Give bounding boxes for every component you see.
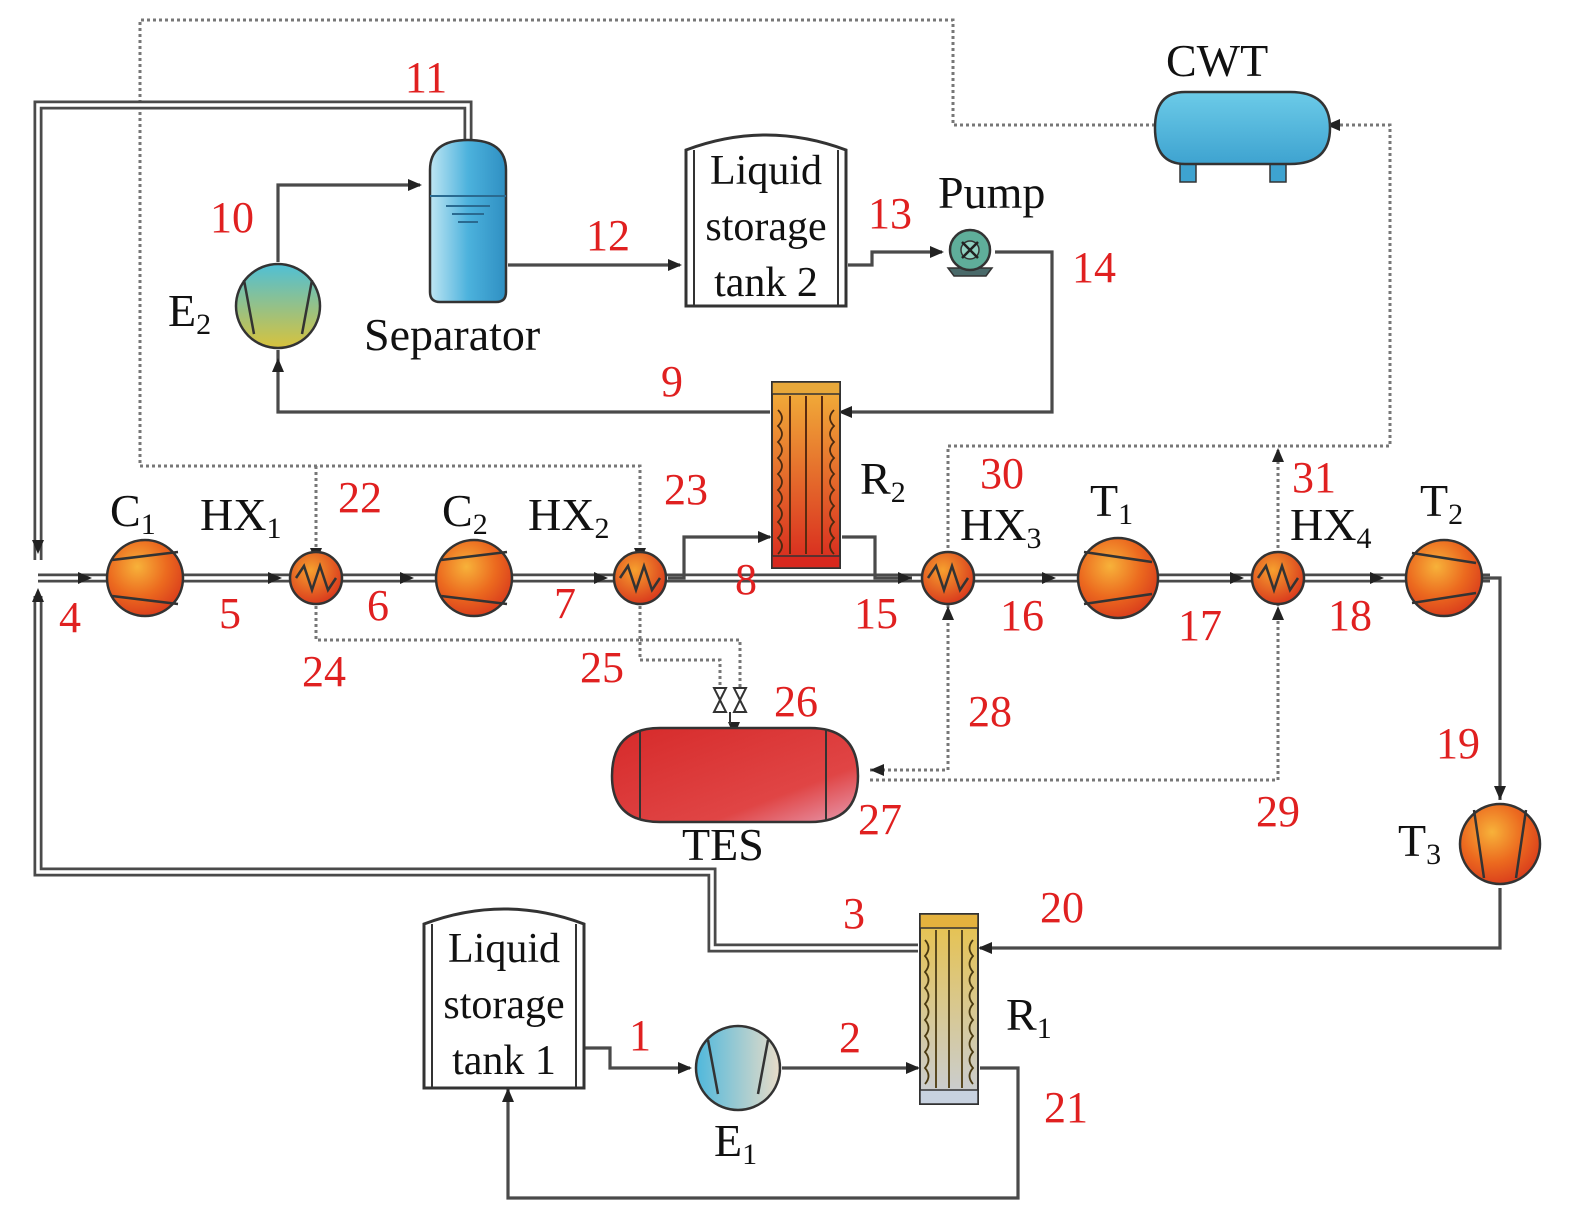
label-e2: E2: [168, 285, 211, 341]
stream-15: 15: [854, 589, 898, 638]
stream-16: 16: [1000, 591, 1044, 640]
expander-e1: [694, 1024, 782, 1112]
stream-31: 31: [1292, 453, 1336, 502]
label-c2: C2: [442, 485, 488, 541]
tes-inlet-valve-icon: [712, 687, 748, 724]
stream-13: 13: [868, 189, 912, 238]
stream-6: 6: [367, 581, 389, 630]
stream-24: 24: [302, 647, 346, 696]
label-cwt: CWT: [1166, 35, 1268, 86]
stream-9: 9: [661, 357, 683, 406]
stream-27: 27: [858, 795, 902, 844]
label-hx2: HX2: [528, 489, 609, 545]
component-labels: C1 HX1 C2 HX2 R2 HX3 T1 HX4 T2 T3 R1 E1 …: [110, 35, 1463, 1171]
stream-2: 2: [839, 1013, 861, 1062]
stream-4: 4: [59, 593, 81, 642]
heat-exchanger-hx3: [920, 550, 976, 606]
thermal-energy-storage-tank: [610, 726, 860, 824]
stream-18: 18: [1328, 591, 1372, 640]
compressor-c2: [434, 538, 514, 618]
stream-28: 28: [968, 687, 1012, 736]
label-e1: E1: [714, 1115, 757, 1171]
label-pump: Pump: [938, 167, 1045, 218]
liquid-storage-tank-2: [684, 133, 848, 308]
expander-e2: [234, 262, 322, 350]
tank2-line3: tank 2: [714, 260, 818, 306]
heat-exchanger-hx4: [1250, 550, 1306, 606]
stream-30: 30: [980, 449, 1024, 498]
separator-vessel: [428, 138, 508, 304]
label-t3: T3: [1398, 815, 1441, 871]
heat-exchanger-hx1: [288, 550, 344, 606]
regenerator-r1: [919, 913, 979, 1105]
dotted-circuits: [138, 18, 1392, 782]
cold-water-tank: [1153, 90, 1332, 183]
stream-5: 5: [219, 589, 241, 638]
label-hx1: HX1: [200, 489, 281, 545]
label-r1: R1: [1006, 989, 1052, 1045]
stream-10: 10: [210, 193, 254, 242]
tank1-line3: tank 1: [452, 1038, 556, 1084]
tank2-line1: Liquid: [710, 148, 822, 194]
tank1-line1: Liquid: [448, 926, 560, 972]
label-t1: T1: [1090, 475, 1133, 531]
stream-numbers: 1 2 3 4 5 6 7 8 9 10 11 12 13 14 15 16 1…: [59, 53, 1480, 1132]
stream-29: 29: [1256, 787, 1300, 836]
stream-17: 17: [1178, 601, 1222, 650]
stream-21: 21: [1044, 1083, 1088, 1132]
stream-23: 23: [664, 465, 708, 514]
stream-26: 26: [774, 677, 818, 726]
stream-19: 19: [1436, 719, 1480, 768]
liquid-storage-tank-1: [422, 907, 586, 1090]
label-c1: C1: [110, 485, 156, 541]
stream-1: 1: [629, 1011, 651, 1060]
stream-12: 12: [586, 211, 630, 260]
stream-11: 11: [405, 53, 447, 102]
stream-22: 22: [338, 473, 382, 522]
stream-8: 8: [735, 555, 757, 604]
label-r2: R2: [860, 453, 906, 509]
tank2-line2: storage: [705, 204, 826, 250]
turbine-t3: [1458, 802, 1542, 886]
turbine-t1: [1076, 536, 1160, 620]
heat-exchanger-hx2: [612, 550, 668, 606]
stream-14: 14: [1072, 243, 1116, 292]
stream-3: 3: [843, 889, 865, 938]
pump-icon: [946, 228, 994, 277]
label-t2: T2: [1420, 475, 1463, 531]
tank1-line2: storage: [443, 982, 564, 1028]
stream-7: 7: [554, 579, 576, 628]
regenerator-r2: [771, 381, 841, 569]
label-tes: TES: [682, 819, 764, 870]
turbine-t2: [1404, 538, 1484, 618]
compressor-c1: [105, 538, 185, 618]
label-hx3: HX3: [960, 499, 1041, 555]
stream-25: 25: [580, 643, 624, 692]
label-separator: Separator: [364, 309, 540, 360]
label-hx4: HX4: [1290, 499, 1371, 555]
stream-20: 20: [1040, 883, 1084, 932]
